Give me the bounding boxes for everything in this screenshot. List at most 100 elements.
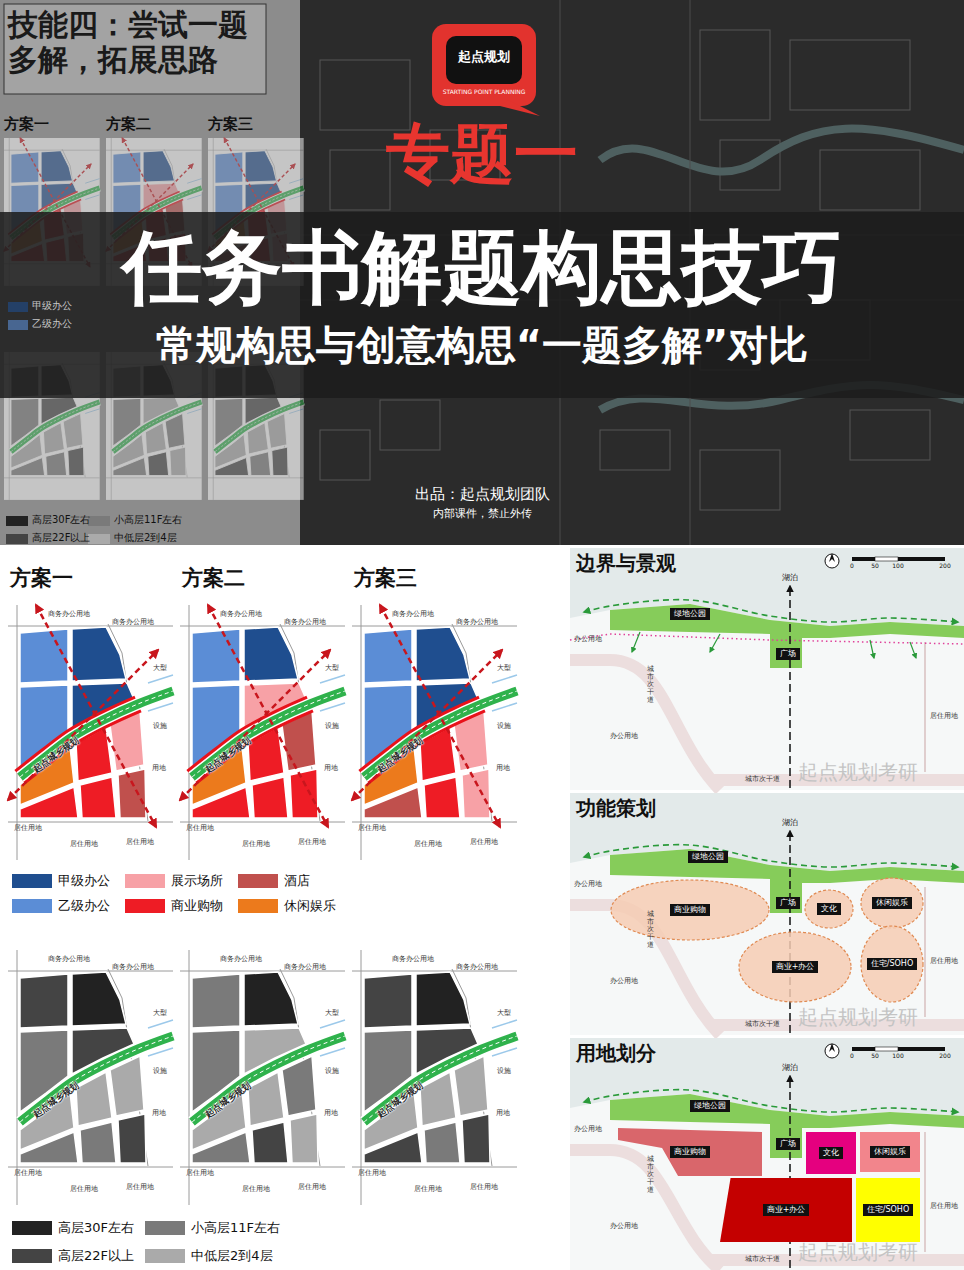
illustration-part xyxy=(898,1047,945,1051)
illustration-part xyxy=(113,402,202,452)
illustration-part xyxy=(364,691,517,777)
illustration-part xyxy=(192,1036,345,1122)
illustration-part xyxy=(925,642,926,772)
illustration-part xyxy=(364,629,412,683)
logo-text: 起点规划 xyxy=(458,50,510,65)
illustration-part xyxy=(570,548,964,790)
land-use-label: 办公用地 xyxy=(610,978,638,985)
illustration-part xyxy=(11,402,100,452)
panel-title: 功能策划 xyxy=(570,793,662,824)
land-use-label: 用地 xyxy=(496,1110,510,1117)
illustration-part xyxy=(170,447,186,475)
faded-legend-text: 甲级办公 xyxy=(32,300,72,312)
place-name: 文化 xyxy=(817,903,841,915)
subtitle: 常规构思与创意构思“一题多解”对比 xyxy=(156,322,809,368)
illustration-part xyxy=(8,605,173,860)
illustration-part xyxy=(446,36,522,84)
illustration-part xyxy=(143,151,174,182)
land-use-label: 办公用地 xyxy=(610,733,638,740)
illustration-part xyxy=(113,152,141,183)
faded-scheme-title: 方案二 xyxy=(106,116,151,133)
land-use-label: 居住用地 xyxy=(470,1184,498,1191)
illustration-part xyxy=(8,605,173,860)
illustration-part xyxy=(910,642,916,658)
illustration-part xyxy=(118,769,146,818)
illustration-part xyxy=(192,974,240,1028)
scale-number: 200 xyxy=(939,563,950,569)
land-use-label: 居住用地 xyxy=(14,1170,42,1177)
illustration-part xyxy=(215,458,249,476)
place-name: 绿地公园 xyxy=(694,1101,726,1111)
function-bubble: 商业+办公 xyxy=(738,931,852,1003)
illustration-part xyxy=(11,152,39,183)
illustration-part xyxy=(244,627,298,681)
land-use-label: 办公用地 xyxy=(574,881,602,888)
main-title: 任务书解题构思技巧 xyxy=(122,222,842,314)
land-use-label: 大型 xyxy=(153,1010,167,1017)
scale-number: 100 xyxy=(892,1053,903,1059)
illustration-part xyxy=(20,974,68,1028)
road-label: 城市次干道 xyxy=(647,666,654,704)
land-use-label: 居住用地 xyxy=(126,839,154,846)
place-tag: 绿地公园 xyxy=(670,608,710,620)
legend-text: 乙级办公 xyxy=(58,898,110,914)
land-use-label: 居住用地 xyxy=(126,1184,154,1191)
illustration-part xyxy=(180,950,345,1205)
illustration-part xyxy=(20,691,173,777)
land-use-label: 商务办公用地 xyxy=(220,611,262,618)
land-use-label: 大型 xyxy=(325,1010,339,1017)
land-use-label: 大型 xyxy=(497,1010,511,1017)
illustration-part xyxy=(805,890,853,928)
illustration-part xyxy=(113,402,202,452)
illustration-part xyxy=(113,458,147,476)
illustration-part xyxy=(584,845,958,867)
scheme-title: 方案三 xyxy=(354,566,417,590)
road-label: 城市次干道 xyxy=(647,1156,654,1194)
illustration-part xyxy=(852,557,875,561)
illustration-part xyxy=(352,605,517,860)
function-bubble: 住宅/SOHO xyxy=(860,925,924,1003)
land-use-block: 休闲娱乐 xyxy=(860,1132,920,1172)
illustration-part xyxy=(192,1036,345,1122)
illustration-part xyxy=(875,557,898,561)
land-use-label: 商务办公用地 xyxy=(48,611,90,618)
illustration-part xyxy=(46,452,67,476)
illustration-part xyxy=(364,1036,517,1122)
scale-number: 50 xyxy=(871,563,879,569)
scheme-title: 方案二 xyxy=(182,566,245,590)
road-label: 城市次干道 xyxy=(745,1256,780,1263)
illustration-part xyxy=(0,0,964,545)
illustration-part xyxy=(570,793,964,1035)
illustration-part xyxy=(600,129,964,172)
land-use-block: 文化 xyxy=(806,1132,856,1174)
legend-swatch xyxy=(145,1249,185,1263)
land-use-label: 商务办公用地 xyxy=(284,964,326,971)
illustration-part xyxy=(88,534,110,544)
illustration-part xyxy=(215,152,243,183)
illustration-part xyxy=(8,320,28,330)
place-name: 绿地公园 xyxy=(674,609,706,619)
illustration-part xyxy=(11,402,100,452)
function-bubble: 休闲娱乐 xyxy=(860,877,924,929)
illustration-part xyxy=(416,972,470,1026)
illustration-part xyxy=(424,777,460,818)
legend-text: 展示场所 xyxy=(171,873,223,889)
place-name: 商业购物 xyxy=(670,1146,710,1158)
illustration-part xyxy=(352,605,517,860)
land-use-label: 居住用地 xyxy=(358,825,386,832)
land-use-label: 商务办公用地 xyxy=(456,619,498,626)
illustration-part xyxy=(192,1036,345,1122)
illustration-part xyxy=(11,402,100,452)
illustration-part xyxy=(20,629,68,683)
place-name: 休闲娱乐 xyxy=(872,897,912,909)
legend-text: 中低层2到4层 xyxy=(191,1248,273,1264)
illustration-part xyxy=(364,691,517,777)
illustration-part xyxy=(570,660,720,790)
illustration-part xyxy=(192,691,345,777)
illustration-part xyxy=(180,605,345,860)
land-use-label: 大型 xyxy=(497,665,511,672)
illustration-part xyxy=(88,516,110,526)
illustration-part xyxy=(364,1036,517,1122)
illustration-part xyxy=(380,400,440,450)
